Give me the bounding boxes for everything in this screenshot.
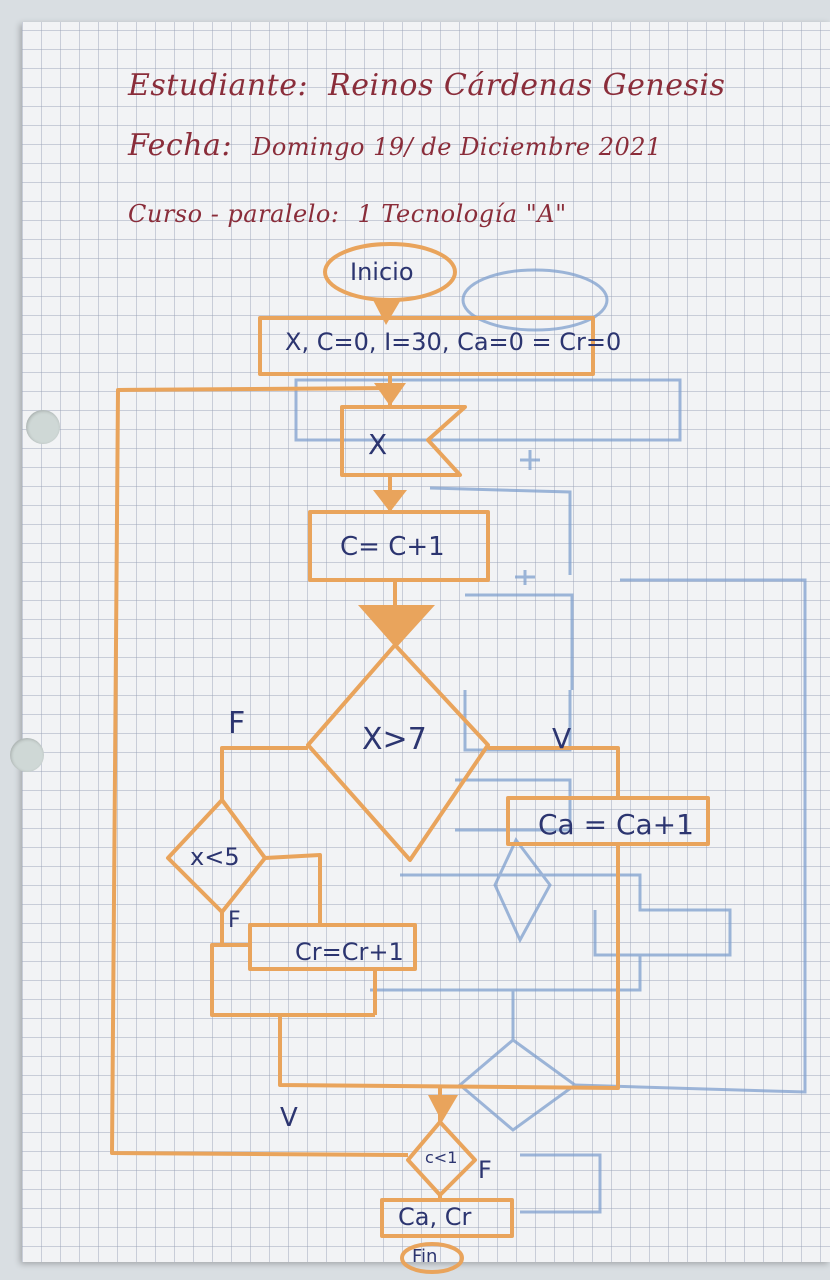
student-label: Estudiante: [128, 68, 309, 103]
course-line: Curso - paralelo: 1 Tecnología "A" [128, 195, 567, 230]
decision-3-false-label: F [478, 1156, 492, 1184]
init-process-shape [258, 316, 595, 376]
start-label: Inicio [350, 258, 414, 286]
binder-hole-bottom [10, 738, 44, 772]
decision-1-label: X>7 [362, 722, 427, 757]
decision-1-true-label: V [552, 722, 572, 755]
course-value: 1 Tecnología "A" [357, 200, 567, 228]
blue-draft-sketch [294, 268, 807, 1214]
end-terminal-shape [400, 1242, 464, 1274]
init-label: X, C=0, I=30, Ca=0 = Cr=0 [285, 328, 622, 356]
date-label: Fecha: [128, 128, 233, 163]
student-name: Reinos Cárdenas Genesis [328, 68, 726, 103]
arrow-heads [358, 298, 458, 1122]
process-true-shape [506, 796, 710, 846]
graph-paper-sheet [22, 22, 830, 1262]
decision-1-shape [306, 643, 490, 862]
binder-hole-top [26, 410, 60, 444]
output-shape [380, 1198, 514, 1238]
counter-label: C= C+1 [340, 532, 445, 562]
input-label: X [368, 428, 388, 461]
process-false-shape [248, 923, 417, 971]
output-label: Ca, Cr [398, 1203, 472, 1231]
decision-3-label: c<1 [425, 1148, 458, 1167]
date-value: Domingo 19/ de Diciembre 2021 [252, 133, 662, 161]
end-label: Fin [412, 1246, 438, 1267]
student-line: Estudiante: Reinos Cárdenas Genesis [128, 68, 725, 103]
decision-1-false-label: F [228, 706, 246, 741]
process-true-label: Ca = Ca+1 [538, 808, 694, 841]
loop-true-label: V [280, 1103, 298, 1133]
counter-process-shape [308, 510, 490, 582]
process-false-label: Cr=Cr+1 [295, 938, 404, 966]
decision-2-false-label: F [228, 908, 241, 933]
date-line: Fecha: Domingo 19/ de Diciembre 2021 [128, 128, 662, 163]
decision-2-label: x<5 [190, 843, 240, 871]
orange-flowchart [110, 242, 710, 1274]
course-label: Curso - paralelo: [128, 200, 340, 228]
input-shape [340, 405, 467, 477]
